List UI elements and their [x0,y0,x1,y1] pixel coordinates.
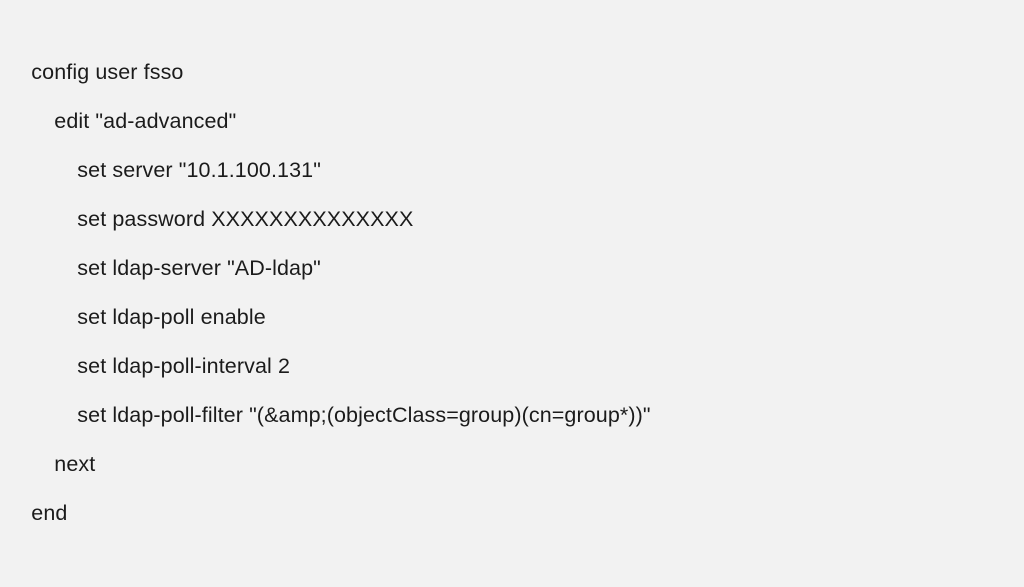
cli-line: edit "ad-advanced" [0,48,1024,133]
cli-line-text: set ldap-server "AD-ldap" [77,256,321,280]
cli-line-text: next [54,452,96,476]
cli-line: set ldap-server "AD-ldap" [0,195,1024,280]
cli-line-text: set password XXXXXXXXXXXXXX [77,207,414,231]
cli-configuration-block: config user fsso edit "ad-advanced" set … [0,0,1024,525]
cli-line: config user fsso [0,0,1024,84]
cli-line-text: edit "ad-advanced" [54,109,237,133]
cli-line-text: set ldap-poll-filter "(&amp;(objectClass… [77,403,651,427]
cli-line-text: set server "10.1.100.131" [77,158,321,182]
cli-line: set ldap-poll-filter "(&amp;(objectClass… [0,342,1024,427]
cli-line: set ldap-poll enable [0,244,1024,329]
cli-line: next [0,391,1024,476]
cli-line-text: config user fsso [31,60,184,84]
cli-line: set server "10.1.100.131" [0,97,1024,182]
cli-line: set password XXXXXXXXXXXXXX [0,146,1024,231]
cli-line-text: set ldap-poll-interval 2 [77,354,291,378]
cli-line-text: end [31,501,68,525]
cli-line-text: set ldap-poll enable [77,305,266,329]
cli-line: set ldap-poll-interval 2 [0,293,1024,378]
